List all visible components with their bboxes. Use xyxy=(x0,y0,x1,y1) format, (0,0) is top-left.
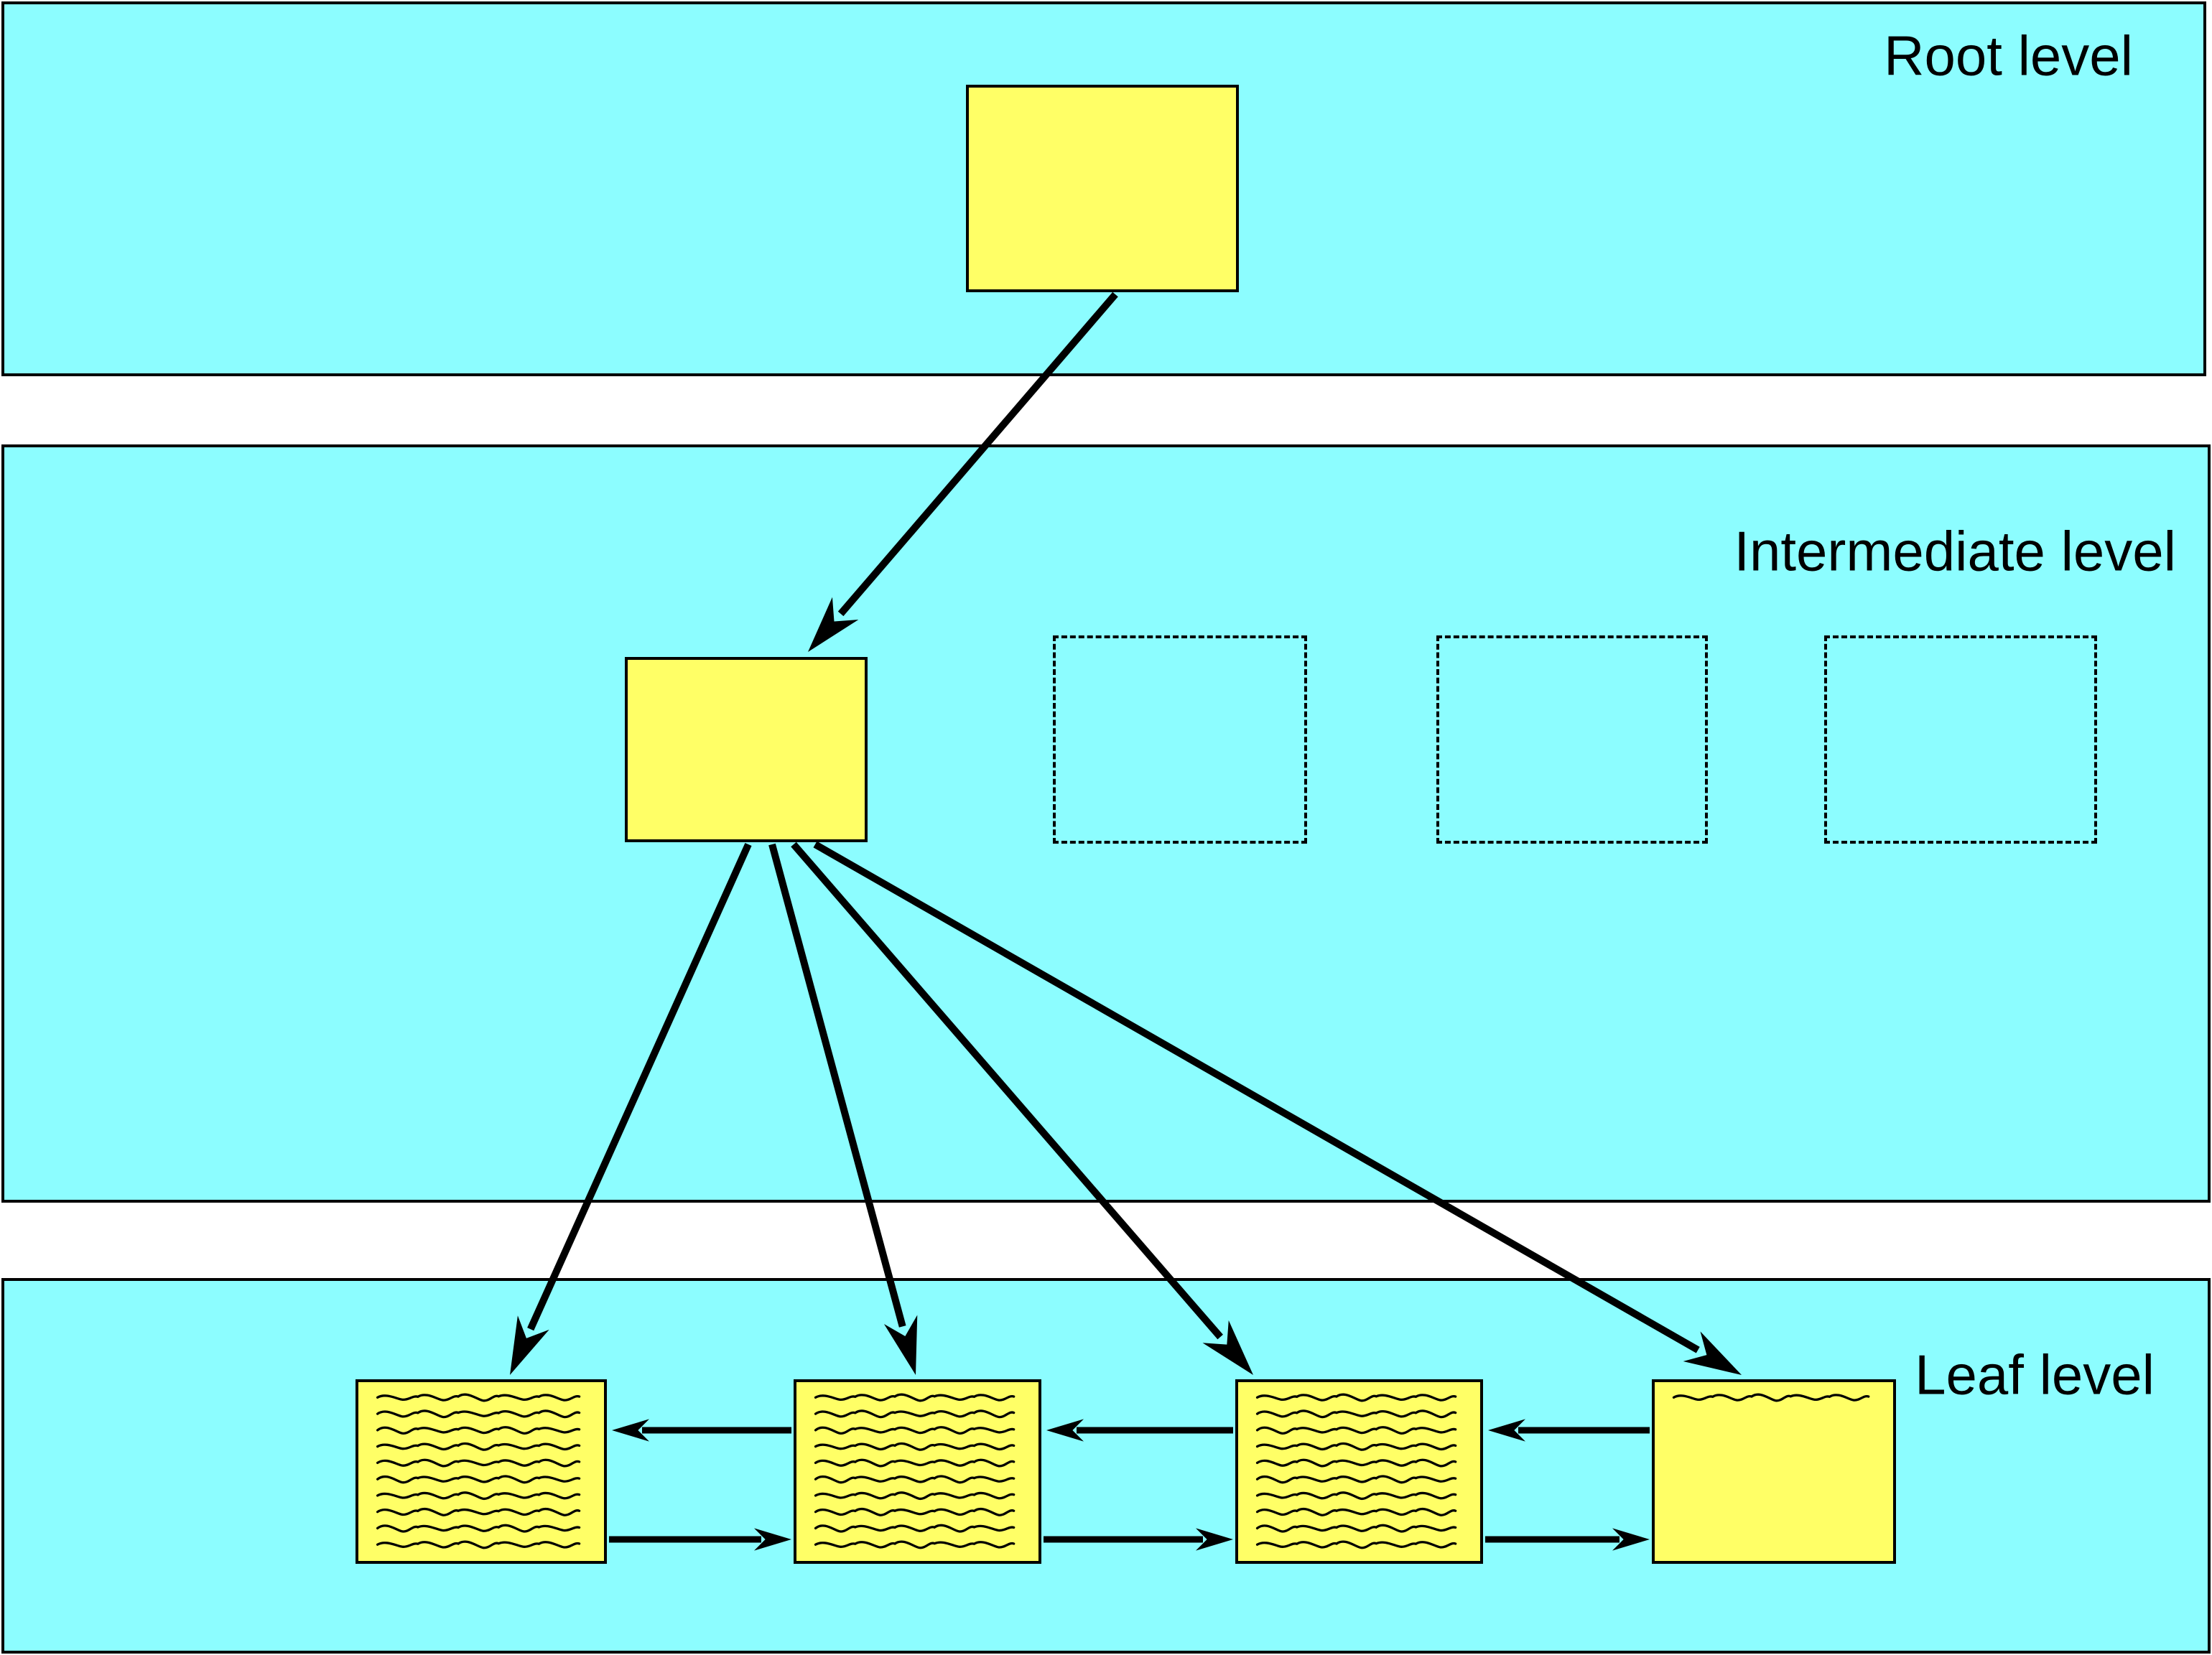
wavy-text-lines-icon xyxy=(814,1393,1016,1549)
intermediate-node[interactable] xyxy=(625,657,868,842)
wavy-text-lines-icon xyxy=(1672,1393,1870,1402)
band-label-root-level: Root level xyxy=(1884,24,2133,88)
intermediate-placeholder-2[interactable] xyxy=(1436,635,1708,844)
leaf-node-3[interactable] xyxy=(1235,1379,1483,1564)
root-node[interactable] xyxy=(966,85,1239,292)
intermediate-placeholder-3[interactable] xyxy=(1824,635,2097,844)
band-label-leaf-level: Leaf level xyxy=(1915,1343,2155,1407)
leaf-node-2[interactable] xyxy=(794,1379,1041,1564)
leaf-node-1[interactable] xyxy=(356,1379,607,1564)
intermediate-placeholder-1[interactable] xyxy=(1053,635,1307,844)
wavy-text-lines-icon xyxy=(376,1393,581,1549)
leaf-node-4[interactable] xyxy=(1652,1379,1896,1564)
wavy-text-lines-icon xyxy=(1255,1393,1457,1549)
band-label-intermediate-level: Intermediate level xyxy=(1734,519,2176,583)
